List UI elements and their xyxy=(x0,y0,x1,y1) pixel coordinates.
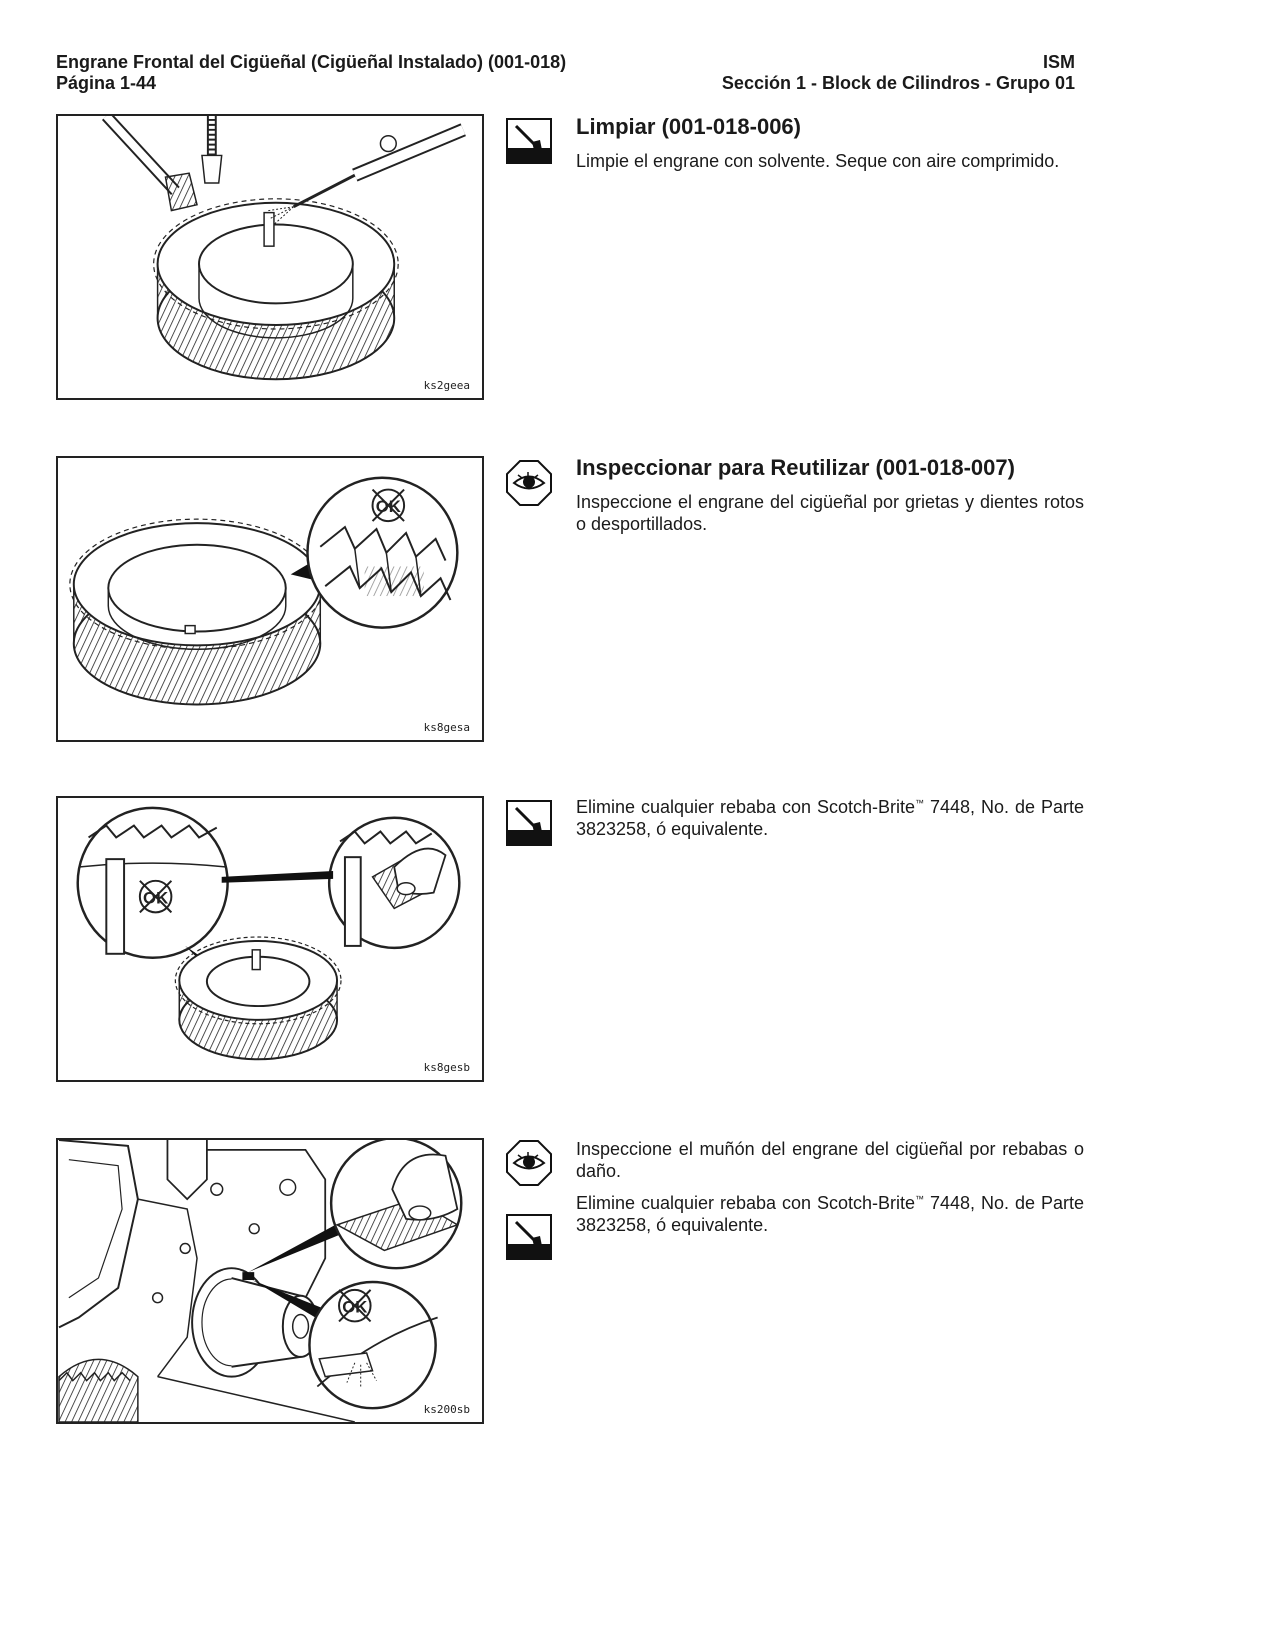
product-name: ISM xyxy=(1042,52,1075,72)
step-title: Limpiar (001-018-006) xyxy=(576,114,801,139)
step-inspect: Inspeccionar para Reutilizar (001-018-00… xyxy=(576,455,1084,545)
figure-id: ks2geea xyxy=(423,379,470,392)
gear-inspection-illustration: OK xyxy=(69,476,459,706)
document-title: Engrane Frontal del Cigüeñal (Cigüeñal I… xyxy=(56,52,567,72)
text-part: 7448, No. de Parte 3823258, ó equivalent… xyxy=(576,797,1084,839)
text-part: Elimine cualquier rebaba con Scotch-Brit… xyxy=(576,1193,916,1213)
trademark-symbol: ™ xyxy=(915,1194,925,1204)
brush-clean-icon xyxy=(506,1214,552,1260)
step-remove-burrs: Elimine cualquier rebaba con Scotch-Brit… xyxy=(576,796,1084,850)
figure-id: ks8gesb xyxy=(423,1061,470,1074)
step-title: Inspeccionar para Reutilizar (001-018-00… xyxy=(576,455,1015,480)
figure-id: ks200sb xyxy=(423,1403,470,1416)
step-text: Elimine cualquier rebaba con Scotch-Brit… xyxy=(576,1192,1084,1236)
page-header-left: Engrane Frontal del Cigüeñal (Cigüeñal I… xyxy=(56,52,566,94)
text-part: Elimine cualquier rebaba con Scotch-Brit… xyxy=(576,797,916,817)
section-label: Sección 1 - Block de Cilindros - Grupo 0… xyxy=(721,73,1075,93)
gear-cleaning-illustration xyxy=(101,116,466,381)
step-text: Elimine cualquier rebaba con Scotch-Brit… xyxy=(576,796,1084,840)
figure-clean-gear: ks2geea xyxy=(56,114,484,400)
text-part: 7448, No. de Parte 3823258, ó equivalent… xyxy=(576,1193,1084,1235)
figure-inspect-journal: OK ks200sb xyxy=(56,1138,484,1424)
figure-id: ks8gesa xyxy=(423,721,470,734)
step-clean: Limpiar (001-018-006) Limpie el engrane … xyxy=(576,114,1084,182)
figure-inspect-gear: OK ks8gesa xyxy=(56,456,484,742)
page-header-right: ISM Sección 1 - Block de Cilindros - Gru… xyxy=(722,52,1075,94)
figure-remove-burrs: OK ks8gesb xyxy=(56,796,484,1082)
brush-clean-icon xyxy=(506,118,552,164)
burr-removal-illustration: OK xyxy=(76,806,461,1061)
step-text: Inspeccione el engrane del cigüeñal por … xyxy=(576,492,1084,534)
brush-clean-icon xyxy=(506,800,552,846)
eye-inspect-icon xyxy=(506,460,552,506)
page-number: Página 1-44 xyxy=(56,73,157,93)
trademark-symbol: ™ xyxy=(915,798,925,808)
journal-inspection-illustration: OK xyxy=(58,1140,463,1422)
step-inspect-journal: Inspeccione el muñón del engrane del cig… xyxy=(576,1138,1084,1246)
eye-inspect-icon xyxy=(506,1140,552,1186)
step-text: Inspeccione el muñón del engrane del cig… xyxy=(576,1139,1084,1181)
step-text: Limpie el engrane con solvente. Seque co… xyxy=(576,151,1060,171)
